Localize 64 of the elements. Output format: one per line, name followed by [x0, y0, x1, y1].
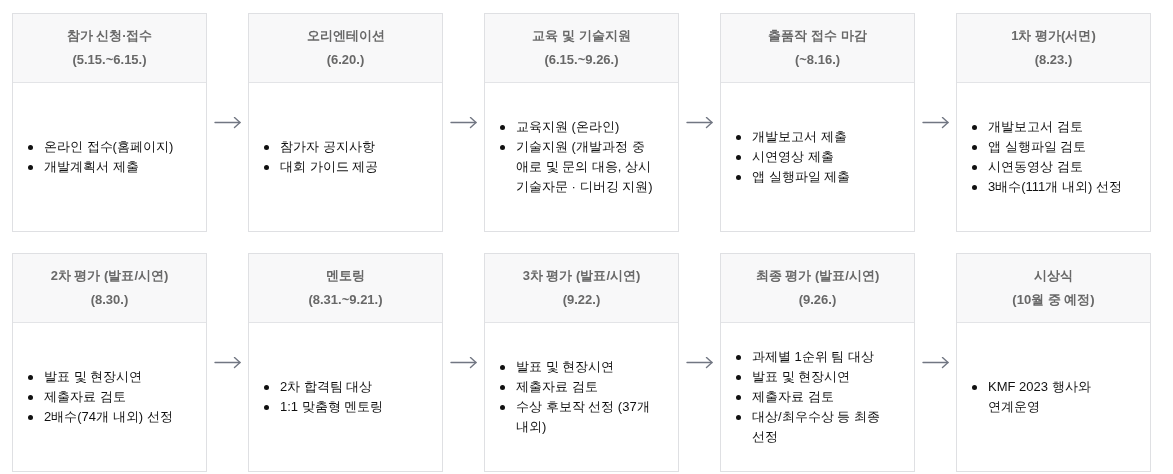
step-card — [12, 13, 207, 232]
step-title: 1차 평가(서면) — [1011, 27, 1096, 45]
step-card — [720, 13, 915, 232]
list-item: 개발보고서 제출 — [734, 127, 902, 147]
list-item: 앱 실행파일 제출 — [734, 167, 902, 187]
step-card — [956, 253, 1151, 472]
step-date: (6.20.) — [326, 51, 365, 69]
step-date: (9.22.) — [562, 291, 601, 309]
list-item: 3배수(111개 내외) 선정 — [970, 177, 1138, 197]
list-item: 제출자료 검토 — [734, 387, 902, 407]
list-item: 2차 합격팀 대상 — [262, 377, 430, 397]
list-item: 발표 및 현장시연 — [26, 367, 194, 387]
step-title: 3차 평가 (발표/시연) — [522, 267, 641, 285]
step-date: (6.15.~9.26.) — [544, 51, 619, 69]
arrow — [450, 356, 477, 369]
step-card — [484, 13, 679, 232]
list-item: 제출자료 검토 — [26, 387, 194, 407]
list-item: 시연영상 제출 — [734, 147, 902, 167]
arrow — [214, 356, 241, 369]
list-item: 발표 및 현장시연 — [498, 357, 666, 377]
list-item: 발표 및 현장시연 — [734, 367, 902, 387]
list-item: 교육지원 (온라인) — [498, 117, 666, 137]
step-card — [484, 253, 679, 472]
arrow — [686, 356, 713, 369]
list-item: 기술지원 (개발과정 중 애로 및 문의 대응, 상시 기술자문 · 디버깅 지원) — [498, 137, 666, 197]
list-item: 개발계획서 제출 — [26, 157, 194, 177]
list-item: 온라인 접수(홈페이지) — [26, 137, 194, 157]
step-card — [956, 13, 1151, 232]
step-date: (5.15.~6.15.) — [72, 51, 147, 69]
list-item: 1:1 맞춤형 멘토링 — [262, 397, 430, 417]
step-date: (9.26.) — [798, 291, 837, 309]
list-item: 대회 가이드 제공 — [262, 157, 430, 177]
list-item: 개발보고서 검토 — [970, 117, 1138, 137]
step-card — [248, 253, 443, 472]
step-title: 최종 평가 (발표/시연) — [755, 267, 880, 285]
arrow — [922, 116, 949, 129]
step-date: (10월 중 예정) — [1012, 291, 1095, 309]
list-item: KMF 2023 행사와 연계운영 — [970, 377, 1138, 417]
step-date: (8.31.~9.21.) — [308, 291, 383, 309]
step-card — [12, 253, 207, 472]
list-item: 시연동영상 검토 — [970, 157, 1138, 177]
list-item: 제출자료 검토 — [498, 377, 666, 397]
list-item: 과제별 1순위 팀 대상 — [734, 347, 902, 367]
step-card — [720, 253, 915, 472]
step-title: 멘토링 — [326, 267, 365, 285]
list-item: 수상 후보작 선정 (37개 내외) — [498, 397, 666, 437]
arrow — [686, 116, 713, 129]
list-item: 앱 실행파일 검토 — [970, 137, 1138, 157]
list-item: 2배수(74개 내외) 선정 — [26, 407, 194, 427]
list-item: 대상/최우수상 등 최종 선정 — [734, 407, 902, 447]
step-date: (~8.16.) — [794, 51, 841, 69]
step-title: 교육 및 기술지원 — [532, 27, 631, 45]
step-date: (8.23.) — [1034, 51, 1073, 69]
step-title: 참가 신청·접수 — [66, 27, 153, 45]
list-item: 참가자 공지사항 — [262, 137, 430, 157]
arrow — [450, 116, 477, 129]
step-title: 출품작 접수 마감 — [768, 27, 867, 45]
arrow — [922, 356, 949, 369]
step-title: 시상식 — [1034, 267, 1073, 285]
step-card — [248, 13, 443, 232]
arrow — [214, 116, 241, 129]
step-title: 오리엔테이션 — [306, 27, 385, 45]
step-title: 2차 평가 (발표/시연) — [50, 267, 169, 285]
step-date: (8.30.) — [90, 291, 129, 309]
